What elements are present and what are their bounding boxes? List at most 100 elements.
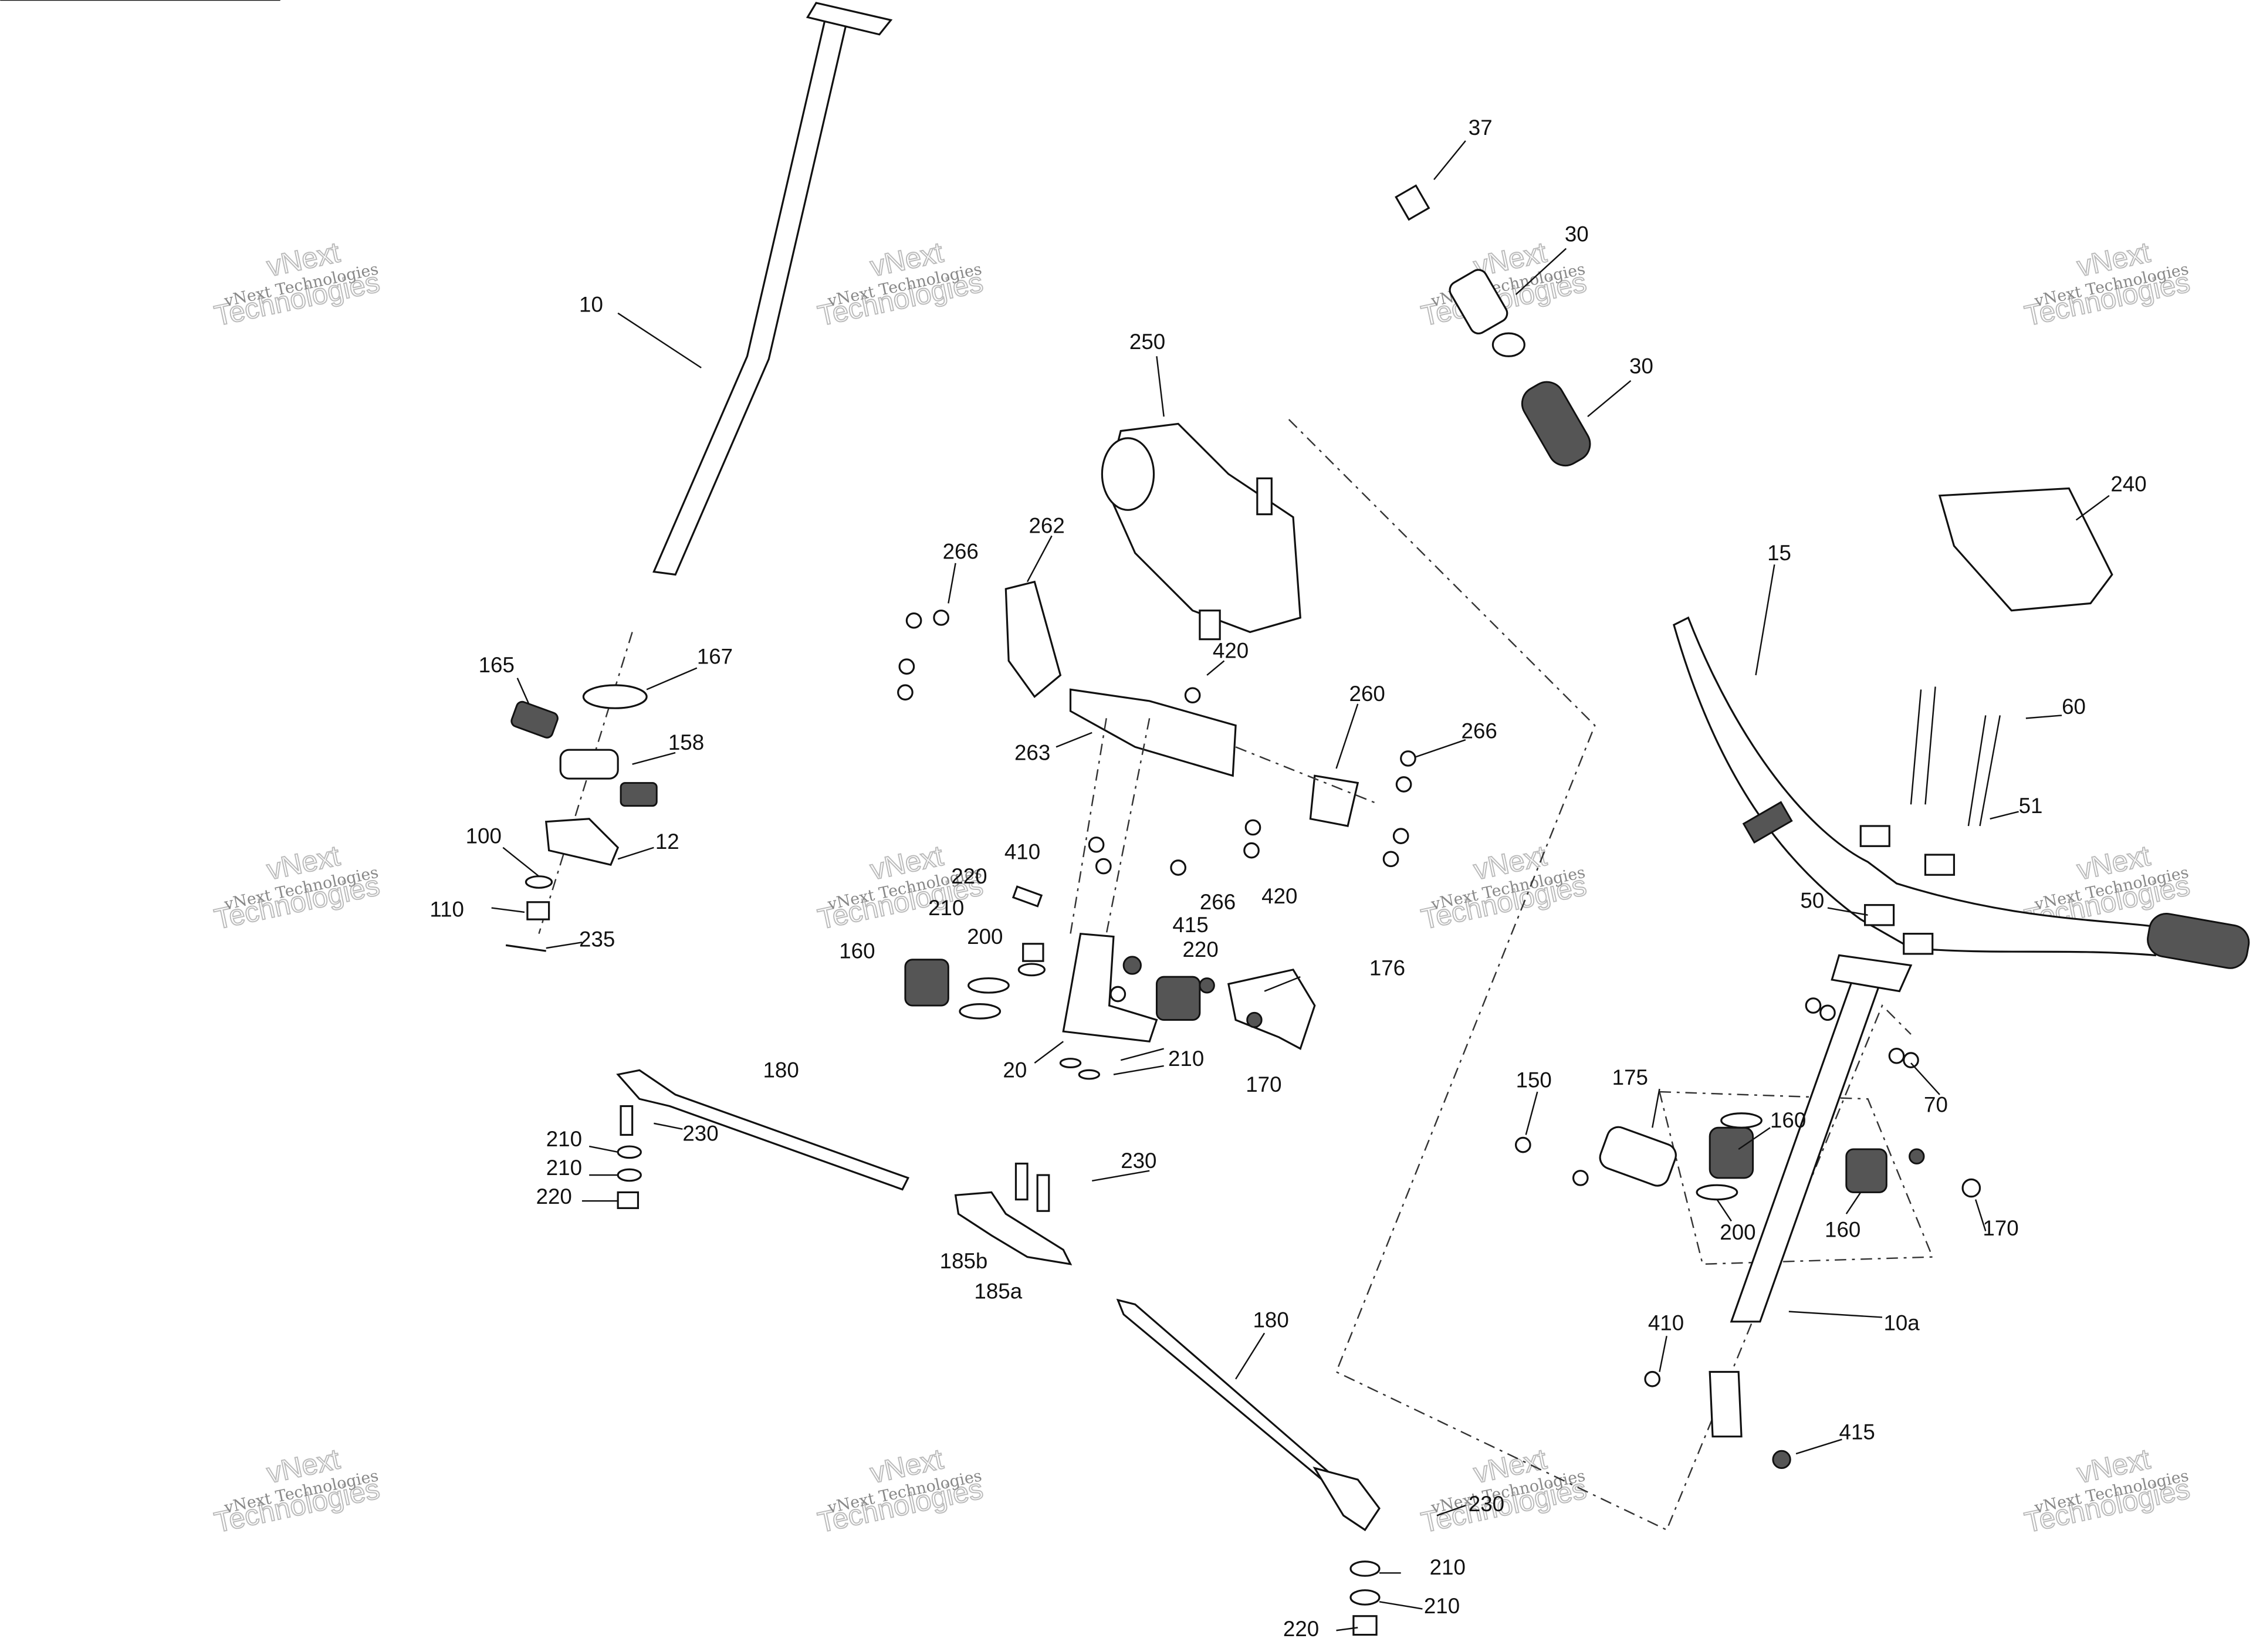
callout: 420 bbox=[1213, 639, 1249, 663]
callout: 210 bbox=[546, 1156, 582, 1180]
callout: 110 bbox=[429, 897, 464, 921]
callout: 230 bbox=[1469, 1492, 1504, 1516]
bolt-410 bbox=[1012, 885, 1043, 908]
callout: 410 bbox=[1648, 1311, 1684, 1335]
steering-shaft bbox=[538, 2, 893, 935]
callout: 160 bbox=[1825, 1217, 1860, 1241]
callout: 15 bbox=[1767, 541, 1791, 565]
callout: 165 bbox=[479, 653, 515, 677]
callout: 160 bbox=[1770, 1108, 1806, 1132]
callout: 210 bbox=[928, 896, 964, 920]
cotter-pin-235 bbox=[505, 944, 546, 952]
callout: 230 bbox=[1121, 1149, 1156, 1173]
callout: 10 bbox=[579, 292, 603, 316]
callout: 415 bbox=[1839, 1420, 1875, 1444]
callout: 266 bbox=[1462, 719, 1497, 743]
callout: 210 bbox=[1424, 1594, 1460, 1618]
callout: 210 bbox=[1168, 1047, 1204, 1071]
bushing bbox=[620, 782, 658, 807]
steering-arm-20 bbox=[1062, 932, 1158, 1043]
callout: 185a bbox=[974, 1279, 1022, 1304]
callout: 30 bbox=[1565, 222, 1589, 246]
callout: 260 bbox=[1349, 682, 1385, 706]
callout: 266 bbox=[1200, 890, 1236, 914]
callout: 240 bbox=[2110, 472, 2146, 496]
nut-110 bbox=[526, 901, 550, 920]
callout: 185b bbox=[940, 1249, 988, 1273]
callout: 37 bbox=[1469, 116, 1493, 140]
callout: 160 bbox=[839, 939, 875, 963]
callout: 100 bbox=[466, 824, 502, 848]
washer-100 bbox=[525, 875, 553, 889]
callout: 266 bbox=[943, 540, 979, 564]
spacer bbox=[1109, 986, 1126, 1003]
assembly-outline bbox=[1288, 419, 1912, 1531]
callout: 263 bbox=[1014, 740, 1050, 764]
o-ring bbox=[967, 977, 1010, 994]
callout: 410 bbox=[1004, 839, 1040, 864]
callout: 12 bbox=[655, 830, 679, 854]
callout: 167 bbox=[697, 644, 733, 668]
bushing-165 bbox=[510, 700, 559, 739]
nut-170 bbox=[1246, 1011, 1263, 1028]
leader-lines bbox=[0, 0, 2110, 1631]
nut-415 bbox=[1122, 956, 1142, 975]
subassembly-outline bbox=[1658, 1091, 1934, 1265]
callout: 170 bbox=[1983, 1216, 2018, 1240]
callout: 220 bbox=[1283, 1617, 1319, 1641]
callout: 170 bbox=[1246, 1072, 1281, 1096]
handlebar-assembly bbox=[1395, 184, 2250, 1470]
tie-rods bbox=[616, 1069, 1381, 1636]
pitman-arm-12 bbox=[544, 818, 620, 866]
callout: 200 bbox=[967, 925, 1003, 949]
bracket-262 bbox=[1004, 580, 1062, 698]
callout: 230 bbox=[682, 1121, 718, 1145]
callout: 180 bbox=[763, 1058, 799, 1082]
callout: 200 bbox=[1720, 1220, 1755, 1244]
callout: 180 bbox=[1253, 1308, 1288, 1332]
callout: 20 bbox=[1003, 1058, 1027, 1082]
o-ring-200 bbox=[959, 1003, 1002, 1020]
bushing bbox=[1155, 976, 1201, 1021]
washer-210 bbox=[1017, 963, 1046, 977]
spacer-220 bbox=[1022, 943, 1044, 962]
callout: 150 bbox=[1516, 1068, 1552, 1092]
callout: 210 bbox=[546, 1127, 582, 1151]
bracket-260 bbox=[1309, 774, 1359, 827]
callout: 220 bbox=[1182, 937, 1218, 962]
callout: 60 bbox=[2062, 695, 2086, 719]
callout: 220 bbox=[951, 864, 987, 888]
bracket-263 bbox=[1069, 688, 1237, 777]
callout: 51 bbox=[2019, 794, 2043, 818]
callout: 50 bbox=[1800, 889, 1824, 913]
bushing-160 bbox=[904, 959, 949, 1007]
callout: 235 bbox=[579, 927, 615, 952]
seal-167 bbox=[582, 684, 648, 709]
washer bbox=[1059, 1058, 1082, 1068]
power-steering-unit-250 bbox=[1101, 422, 1301, 641]
callout-labels: 37 30 30 250 240 15 10 266 262 420 165 1… bbox=[429, 116, 2146, 1641]
callout: 70 bbox=[1924, 1092, 1948, 1116]
washer bbox=[1078, 1069, 1101, 1080]
bolts bbox=[897, 610, 1416, 934]
bearing-158 bbox=[559, 749, 619, 780]
nut bbox=[1199, 977, 1215, 994]
callout: 415 bbox=[1172, 913, 1208, 937]
callout: 420 bbox=[1261, 884, 1297, 908]
callout: 158 bbox=[668, 730, 704, 754]
callout: 262 bbox=[1029, 513, 1064, 537]
callout: 250 bbox=[1129, 330, 1165, 354]
callout: 10a bbox=[1883, 1311, 1920, 1335]
callout: 176 bbox=[1369, 956, 1405, 980]
callout: 175 bbox=[1612, 1065, 1648, 1089]
